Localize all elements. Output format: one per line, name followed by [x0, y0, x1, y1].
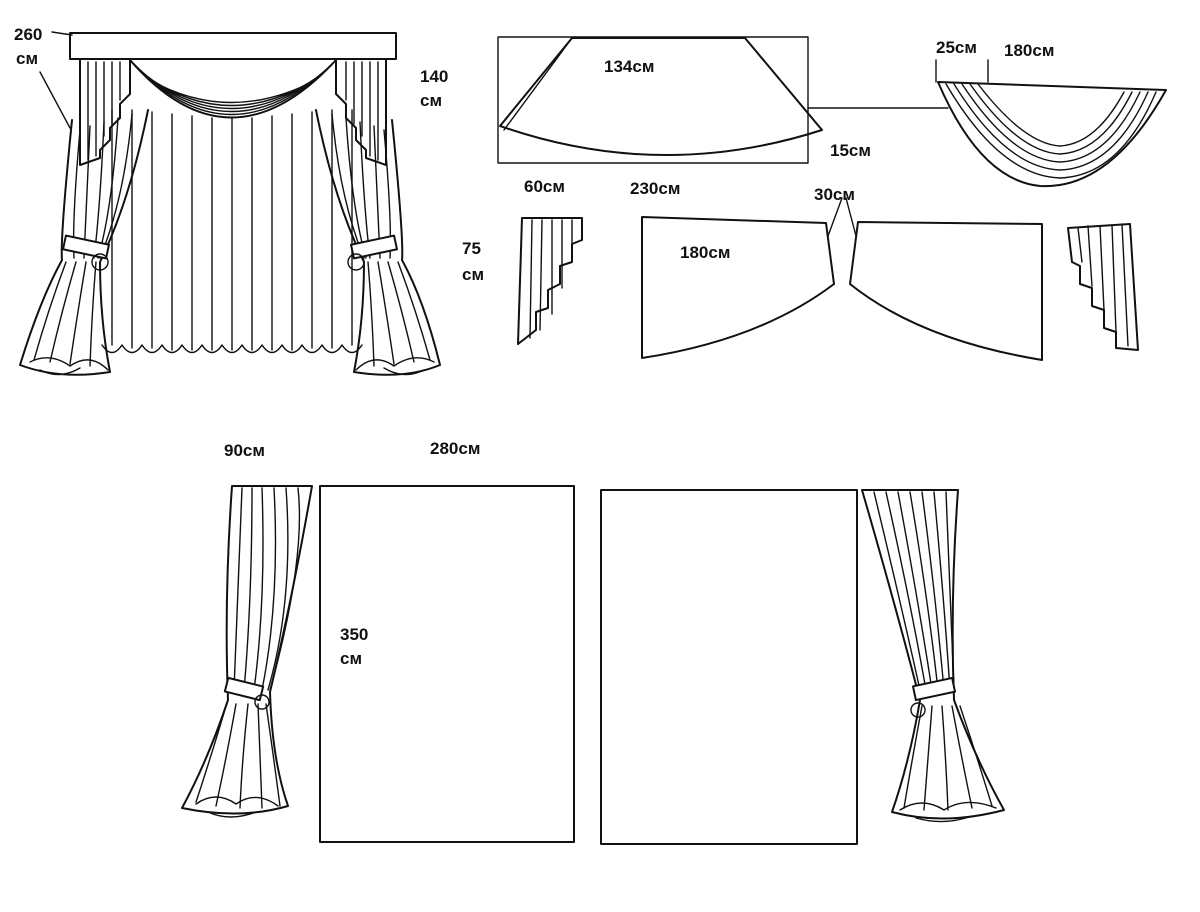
cutout-gap-leader-right [845, 197, 857, 237]
label-rod-width: 260 [14, 25, 42, 44]
label-cutout-width: 230см [630, 179, 680, 198]
label-cutout-height: 180см [680, 243, 730, 262]
left-jabot [79, 59, 131, 166]
swag-pattern-piece [497, 36, 949, 164]
label-swag-width: 134см [604, 57, 654, 76]
label-rod-unit: см [16, 49, 38, 68]
bottom-left-curtain [181, 485, 313, 818]
left-side-curtain [19, 109, 149, 376]
label-jabot-height-unit: см [462, 265, 484, 284]
label-cutout-gap: 30см [814, 185, 855, 204]
bottom-left-tieback [223, 676, 265, 702]
right-jabot-pattern [1067, 223, 1139, 351]
right-tieback-rosette [347, 253, 365, 271]
cutout-gap-leader-left [827, 197, 843, 237]
left-tieback-rosette [91, 253, 109, 271]
swag-inner-edge [503, 37, 573, 131]
label-curtain-width: 90см [224, 441, 265, 460]
cutout-pattern-left [641, 216, 835, 359]
rod-leader-line [51, 31, 73, 36]
swag-folded-piece [935, 59, 1167, 188]
swag-drape [129, 59, 337, 119]
right-side-curtain [315, 109, 441, 376]
cutout-pattern-right [827, 197, 1043, 361]
bottom-right-tieback [911, 676, 957, 702]
rod-leader-line-lower [39, 71, 71, 129]
label-jabot-width: 60см [524, 177, 565, 196]
label-drop-value: 140 [420, 67, 448, 86]
background-curtain-pleats [101, 109, 363, 354]
swag-bounding-rect [497, 36, 809, 164]
bottom-right-curtain [861, 489, 1005, 823]
assembled-curtain-illustration [19, 31, 441, 376]
left-tieback [62, 234, 110, 260]
right-tieback [350, 234, 398, 260]
label-drop-unit: см [420, 91, 442, 110]
bottom-left-rosette [254, 694, 270, 710]
panel-pattern-right [600, 489, 858, 845]
bottom-right-rosette [910, 702, 926, 718]
swag-cut-outline [499, 37, 823, 157]
label-swag-top-offset: 25см [936, 38, 977, 57]
left-jabot-pattern [517, 217, 583, 345]
dimension-labels: 260 см 140 см 134см 15см 25см 180см 60см… [14, 25, 1054, 668]
panel-pattern-left [319, 485, 575, 843]
label-panel-height-value: 350 [340, 625, 368, 644]
cornice-rod [69, 32, 397, 60]
label-panel-height-unit: см [340, 649, 362, 668]
label-swag-full-width: 180см [1004, 41, 1054, 60]
label-jabot-height-value: 75 [462, 239, 481, 258]
label-panel-width: 280см [430, 439, 480, 458]
label-swag-depth: 15см [830, 141, 871, 160]
